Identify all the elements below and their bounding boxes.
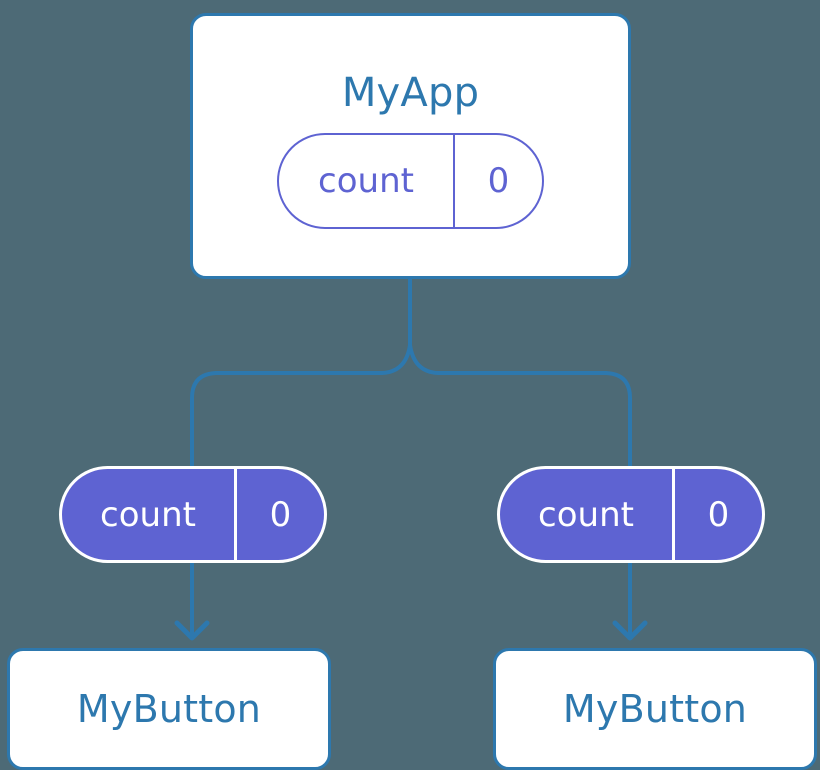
state-value-label: 0 — [707, 494, 730, 535]
component-node-mybutton-left[interactable]: MyButton — [7, 648, 331, 770]
arrow-head-right — [612, 620, 648, 641]
state-pill-branch-right[interactable]: count 0 — [497, 466, 765, 563]
state-key-label: count — [500, 469, 675, 560]
state-pill-branch-left[interactable]: count 0 — [59, 466, 327, 563]
state-key-label: count — [279, 135, 455, 227]
state-key-label: count — [62, 469, 237, 560]
state-pill-root[interactable]: count 0 — [277, 133, 544, 229]
state-value-label: 0 — [269, 494, 292, 535]
component-node-mybutton-right[interactable]: MyButton — [493, 648, 817, 770]
component-label-mybutton: MyButton — [562, 687, 748, 731]
connector-branch-left — [190, 343, 412, 468]
state-value-label: 0 — [487, 161, 510, 201]
component-label-myapp: MyApp — [341, 70, 480, 116]
component-label-mybutton: MyButton — [76, 687, 262, 731]
connector-branch-right — [408, 343, 632, 468]
arrow-head-left — [174, 620, 210, 641]
